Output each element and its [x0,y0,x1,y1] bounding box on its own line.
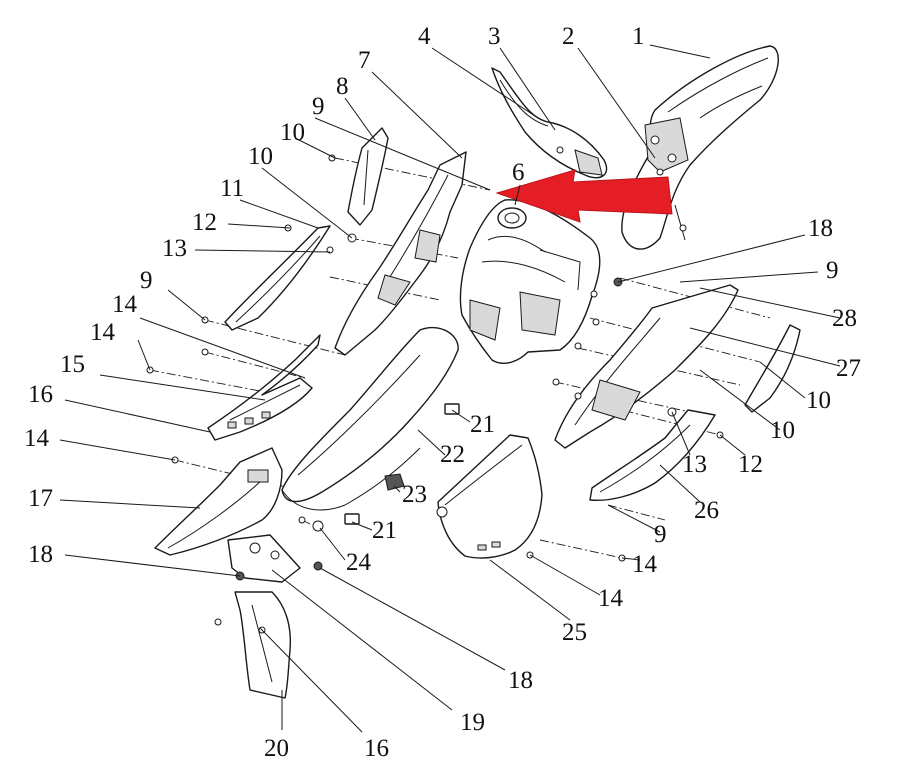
callout-14b: 14 [90,319,116,346]
callout-1: 1 [632,23,645,50]
callout-9d: 9 [654,521,667,548]
callout-18b: 18 [808,215,833,242]
leader-lines [59,44,841,733]
callout-10d: 10 [770,417,795,444]
fuel-tank [459,199,601,364]
rear-fender [154,447,283,556]
callout-25: 25 [562,619,587,646]
callout-13b: 13 [682,451,707,478]
front-fender [621,45,779,250]
callout-9c: 9 [826,257,839,284]
callout-22: 22 [440,441,465,468]
right-side-number-plate [436,434,543,559]
callout-21: 21 [470,411,495,438]
callout-7: 7 [358,47,371,74]
left-radiator-shroud [334,151,467,356]
callout-12b: 12 [738,451,763,478]
right-side-strip [589,409,716,502]
callout-14: 14 [112,291,138,318]
callout-14c: 14 [24,425,50,452]
callout-20: 20 [264,735,289,762]
callout-23: 23 [402,481,427,508]
callout-6: 6 [512,159,525,186]
callout-21b: 21 [372,517,397,544]
rear-fender-bracket [227,534,301,583]
callout-28: 28 [832,305,857,332]
callout-10b: 10 [248,143,273,170]
callout-8: 8 [336,73,349,100]
callout-numbers: 1 2 3 4 6 7 8 9 10 10 11 12 13 14 14 15 … [24,23,861,762]
callout-18: 18 [28,541,53,568]
callout-16b: 16 [364,735,389,762]
left-side-strip [224,225,331,331]
mud-flap [214,591,292,699]
callout-10c: 10 [806,387,831,414]
callout-14e: 14 [598,585,624,612]
callout-15: 15 [60,351,85,378]
seat [281,326,459,511]
seat-clips [312,403,460,532]
callout-4: 4 [418,23,431,50]
callout-3: 3 [488,23,501,50]
callout-12: 12 [192,209,217,236]
callout-19: 19 [460,709,485,736]
headlight-assembly [491,67,608,179]
callout-24: 24 [346,549,372,576]
callout-2: 2 [562,23,575,50]
callout-16: 16 [28,381,53,408]
right-shroud-trim [744,324,801,413]
callout-10: 10 [280,119,305,146]
callout-17: 17 [28,485,53,512]
right-radiator-shroud [554,284,739,449]
callout-26: 26 [694,497,719,524]
callout-18c: 18 [508,667,533,694]
callout-27: 27 [836,355,861,382]
left-upper-shroud-trim [347,127,389,226]
callout-9: 9 [312,93,325,120]
left-side-panel [207,334,321,441]
callout-14d: 14 [632,551,658,578]
indicator-arrow [495,169,673,223]
callout-11: 11 [220,175,244,202]
callout-13: 13 [162,235,187,262]
callout-9b: 9 [140,267,153,294]
